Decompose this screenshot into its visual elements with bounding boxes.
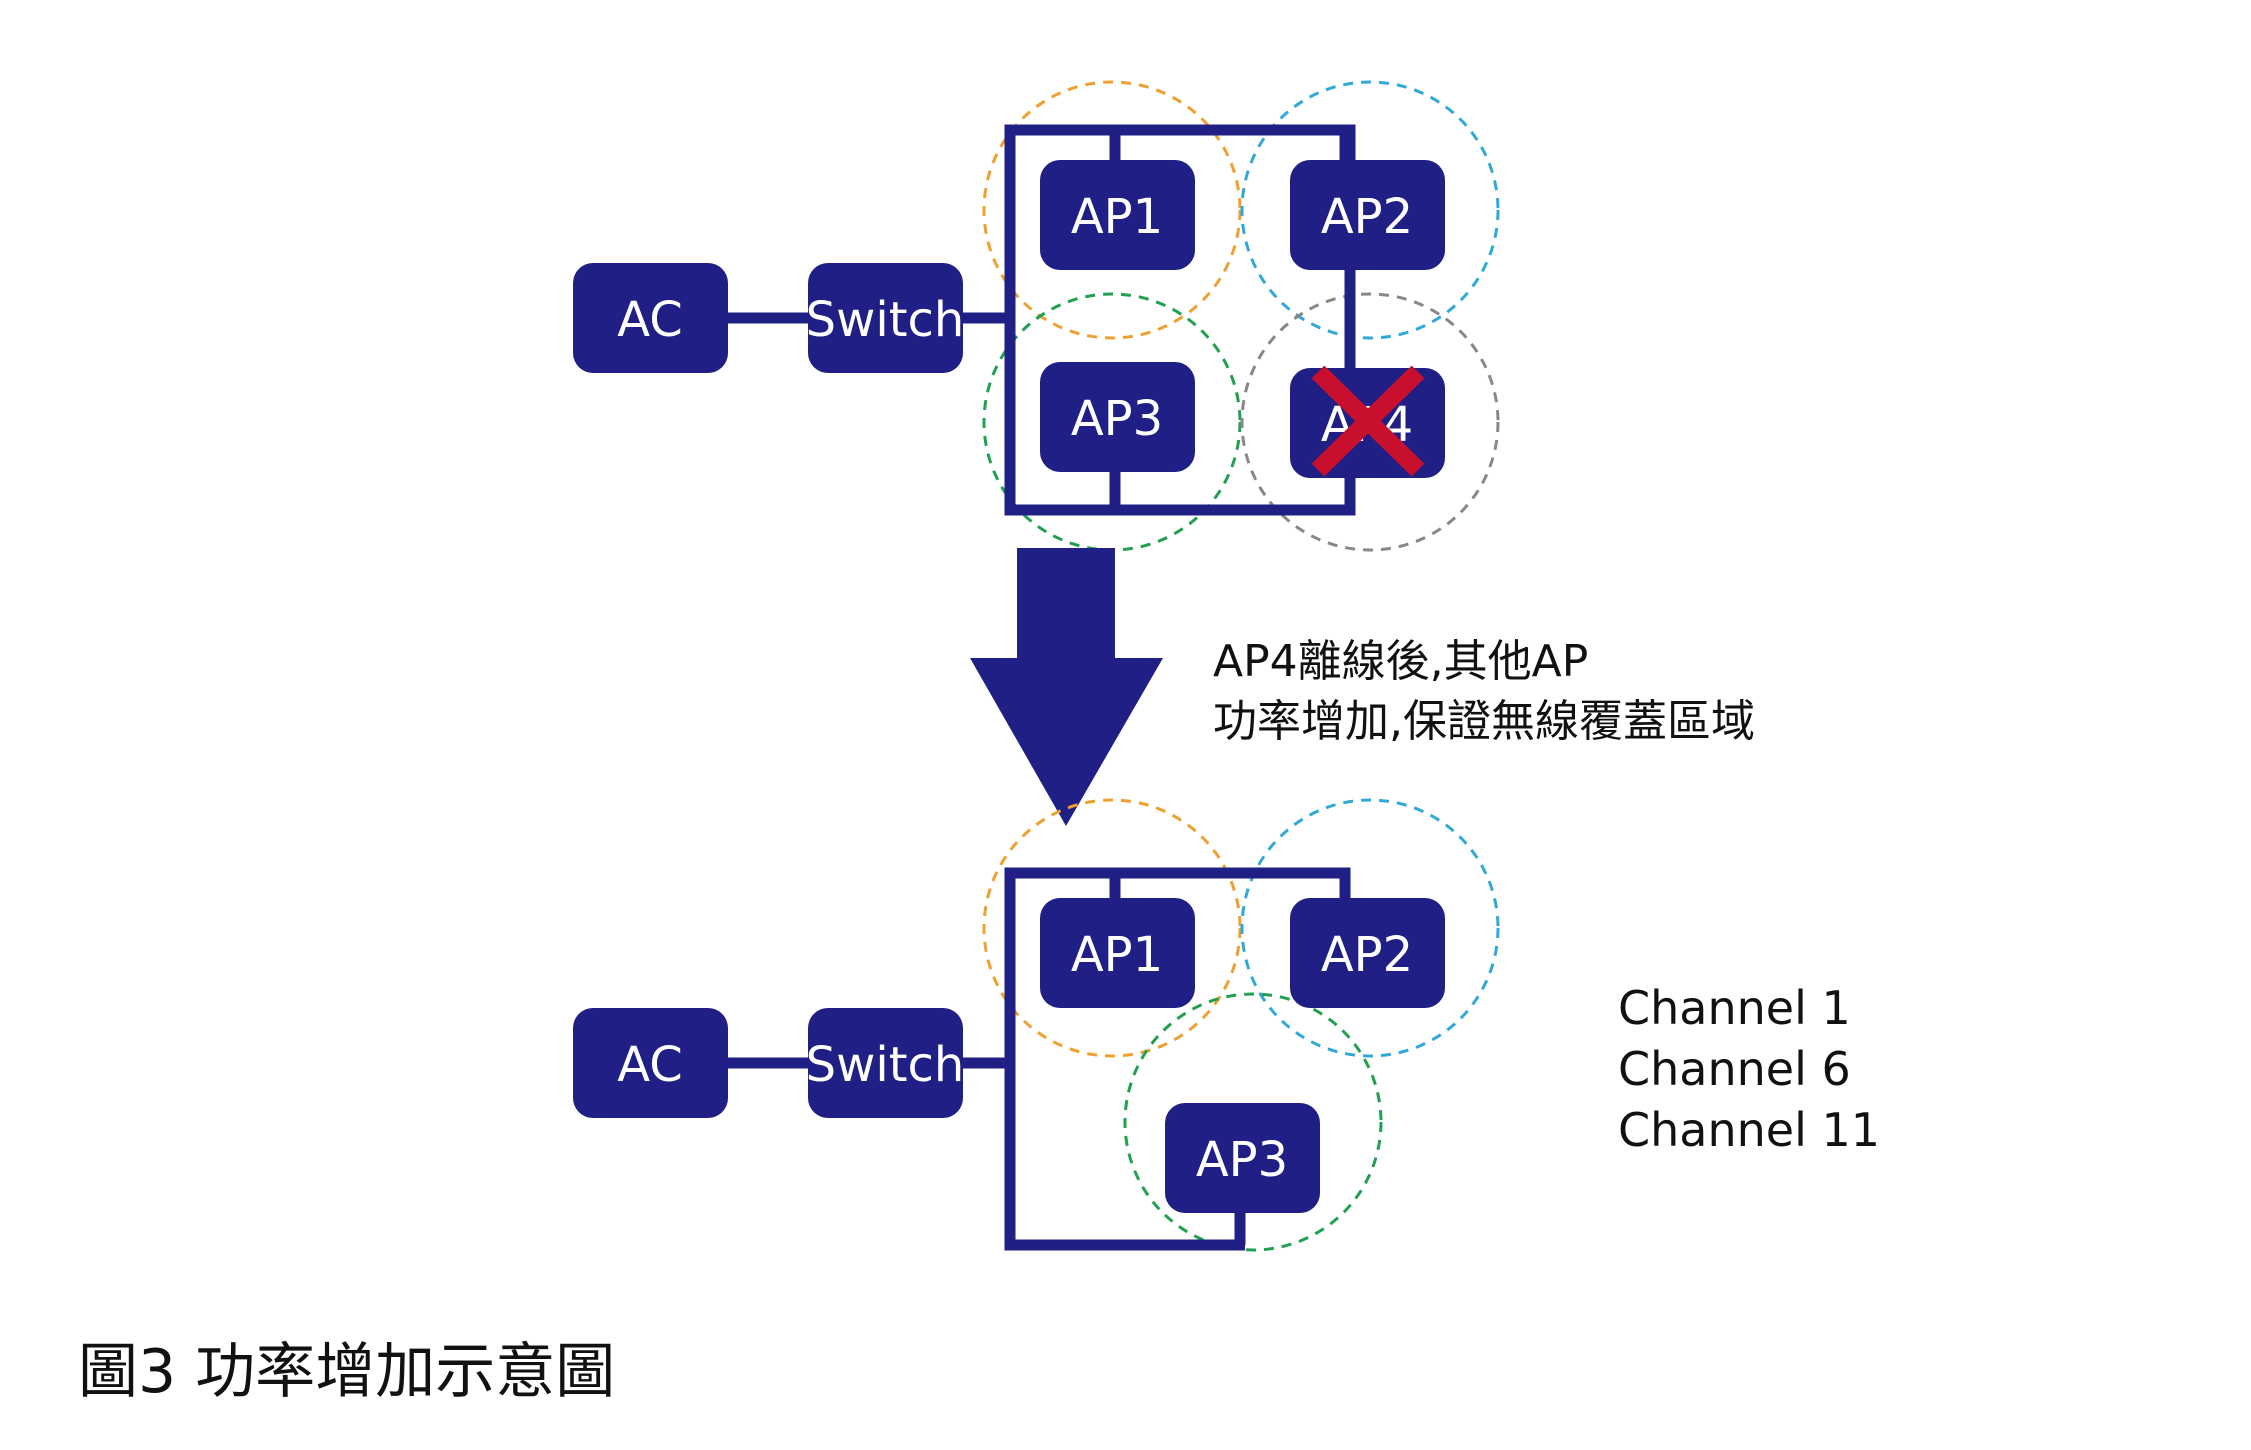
figure-caption: 圖3 功率增加示意圖 [78, 1337, 615, 1407]
legend-channel-11: Channel 11 [1618, 1103, 1880, 1157]
ac-label-top: AC [617, 292, 683, 348]
ap3-node-top: AP3 [1040, 362, 1195, 472]
wiring-top [720, 124, 1356, 516]
coverage-circle-ap1-after [982, 798, 1242, 1058]
coverage-circle-ap4 [1240, 292, 1500, 552]
switch-node-bottom: Switch [806, 1008, 965, 1118]
legend-channel-6: Channel 6 [1618, 1042, 1851, 1096]
note-line-1: AP4離線後,其他AP [1213, 636, 1588, 687]
coverage-circle-ap1 [982, 80, 1242, 340]
ap1-node-bottom: AP1 [1040, 898, 1195, 1008]
legend-channel-1: Channel 1 [1618, 981, 1851, 1035]
ap3-node-bottom: AP3 [1165, 1103, 1320, 1213]
ac-node-bottom: AC [573, 1008, 728, 1118]
down-arrow-icon [970, 548, 1163, 826]
ap1-label-bottom: AP1 [1071, 927, 1163, 983]
ac-node-top: AC [573, 263, 728, 373]
coverage-circle-ap2-after [1240, 798, 1500, 1058]
ap3-label-bottom: AP3 [1196, 1132, 1288, 1188]
ac-label-bottom: AC [617, 1037, 683, 1093]
ap2-node-bottom: AP2 [1290, 898, 1445, 1008]
ap2-label-top: AP2 [1321, 189, 1413, 245]
offline-cross-icon [1311, 365, 1425, 477]
switch-node-top: Switch [806, 263, 965, 373]
coverage-circle-ap3-after [1123, 992, 1383, 1252]
ap1-node-top: AP1 [1040, 160, 1195, 270]
wiring-bottom [720, 867, 1351, 1251]
note-line-2: 功率增加,保證無線覆蓋區域 [1213, 696, 1755, 747]
switch-label-top: Switch [806, 292, 965, 348]
ap2-node-top: AP2 [1290, 160, 1445, 270]
ap2-label-bottom: AP2 [1321, 927, 1413, 983]
coverage-circle-ap2 [1240, 80, 1500, 340]
switch-label-bottom: Switch [806, 1037, 965, 1093]
ap1-label-top: AP1 [1071, 189, 1163, 245]
ap3-label-top: AP3 [1071, 391, 1163, 447]
